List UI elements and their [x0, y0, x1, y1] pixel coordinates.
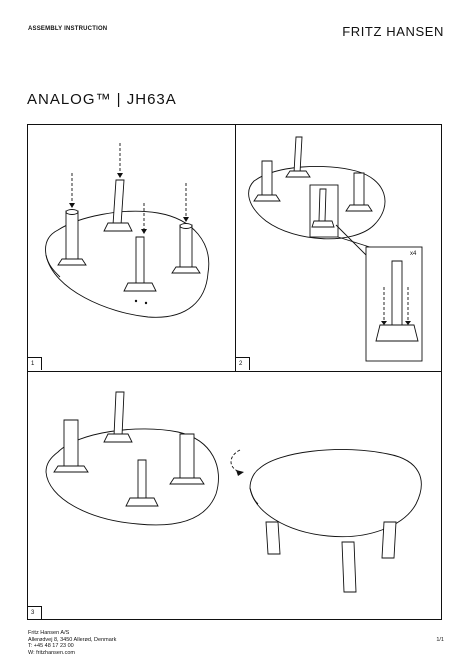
- footer-company: Fritz Hansen A/S: [28, 630, 70, 636]
- footer-phone: T: +45 48 17 23 00: [28, 643, 74, 650]
- brand-logo: FRITZ HANSEN: [342, 24, 444, 39]
- panel-divider-vertical: [235, 124, 236, 371]
- step-1-illustration: [45, 143, 210, 318]
- footer-contact: Fritz Hansen A/S Allerødvej 8, 3450 Alle…: [28, 630, 116, 656]
- step-3-illustration: [45, 391, 422, 593]
- step-2-illustration: [248, 136, 423, 362]
- product-title: ANALOG™ | JH63A: [27, 91, 177, 108]
- footer-web: W: fritzhansen.com: [28, 649, 75, 656]
- panel-divider-horizontal: [27, 371, 442, 372]
- footer-address: Allerødvej 8, 3450 Allerød, Denmark: [28, 636, 117, 643]
- step-number-1: 1: [27, 357, 42, 370]
- instruction-frame: [27, 124, 442, 620]
- step-number-3: 3: [27, 606, 42, 619]
- step-number-2: 2: [235, 357, 250, 370]
- hardware-quantity-label: x4: [410, 251, 417, 257]
- document-type-label: ASSEMBLY INSTRUCTION: [28, 26, 108, 32]
- page-number: 1/1: [436, 637, 444, 643]
